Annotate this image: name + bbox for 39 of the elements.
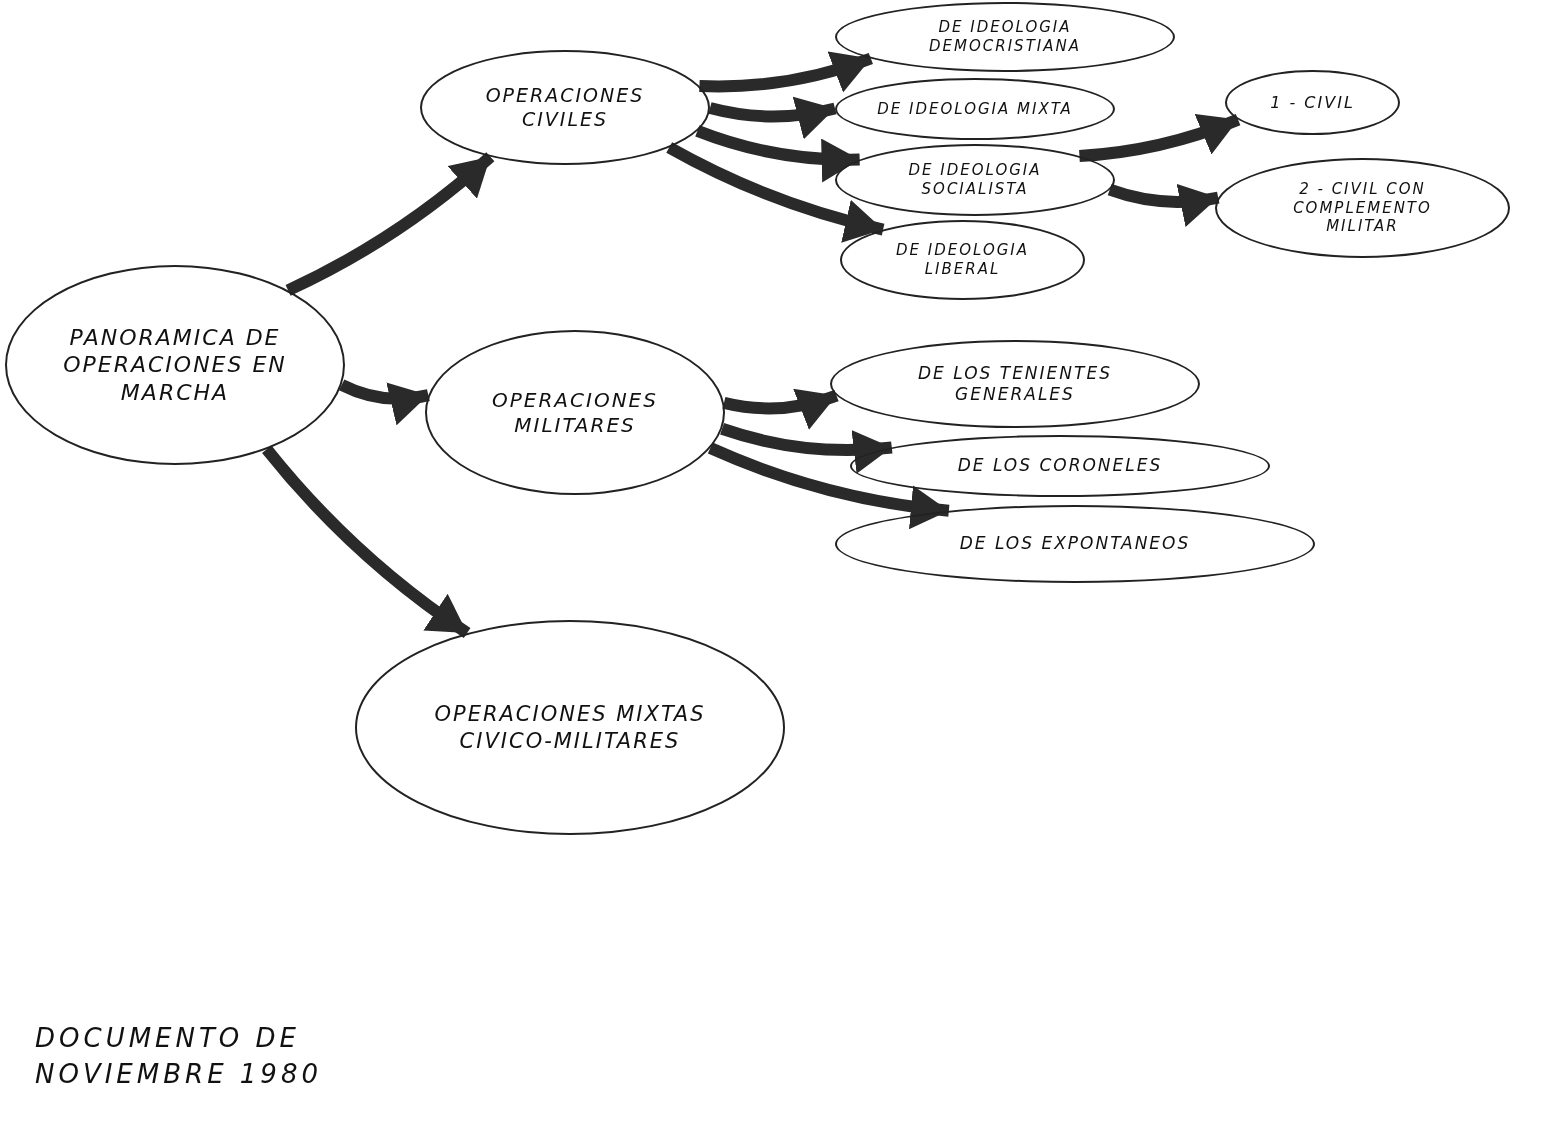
- arrow: [285, 152, 495, 296]
- node-text: DE IDEOLOGIA LIBERAL: [894, 241, 1031, 279]
- arrow: [695, 125, 860, 182]
- node-text: DE IDEOLOGIA MIXTA: [876, 99, 1074, 119]
- cloud-bubble: [850, 435, 1270, 497]
- note-text: DOCUMENTO DE NOVIEMBRE 1980: [35, 1022, 323, 1092]
- node-text: OPERACIONES MILITARES: [491, 387, 659, 438]
- cloud-bubble: [1215, 158, 1510, 258]
- node-text: DE LOS TENIENTES GENERALES: [917, 362, 1113, 406]
- node-text: 1 - CIVIL: [1269, 92, 1356, 113]
- arrow: [1079, 113, 1241, 162]
- cloud-bubble: [835, 78, 1115, 140]
- cloud-bubble: [840, 220, 1085, 300]
- arrow: [339, 379, 430, 425]
- cloud-bubble: [835, 144, 1115, 216]
- arrow: [1107, 182, 1220, 227]
- node-text: DE LOS CORONELES: [956, 455, 1164, 477]
- node-text: OPERACIONES MIXTAS CIVICO-MILITARES: [433, 701, 707, 754]
- arrow: [699, 50, 873, 93]
- cloud-bubble: [355, 620, 785, 835]
- arrow: [707, 442, 950, 529]
- node-text: DE IDEOLOGIA SOCIALISTA: [907, 161, 1043, 199]
- arrow: [262, 445, 471, 639]
- cloud-bubble: [420, 50, 710, 165]
- node-text: OPERACIONES CIVILES: [484, 83, 646, 132]
- cloud-bubble: [835, 2, 1175, 72]
- arrow: [722, 387, 839, 430]
- cloud-bubble: [835, 505, 1315, 583]
- arrow: [708, 95, 837, 139]
- cloud-bubble: [830, 340, 1200, 428]
- arrow: [666, 142, 885, 243]
- cloud-bubble: [1225, 70, 1400, 135]
- node-text: DE LOS EXPONTANEOS: [958, 533, 1192, 555]
- cloud-bubble: [425, 330, 725, 495]
- node-text: 2 - CIVIL CON COMPLEMENTO MILITAR: [1292, 179, 1433, 237]
- node-text: DE IDEOLOGIA DEMOCRISTIANA: [928, 18, 1082, 56]
- node-text: PANORAMICA DE OPERACIONES EN MARCHA: [62, 323, 288, 407]
- arrow: [720, 423, 893, 473]
- cloud-bubble: [5, 265, 345, 465]
